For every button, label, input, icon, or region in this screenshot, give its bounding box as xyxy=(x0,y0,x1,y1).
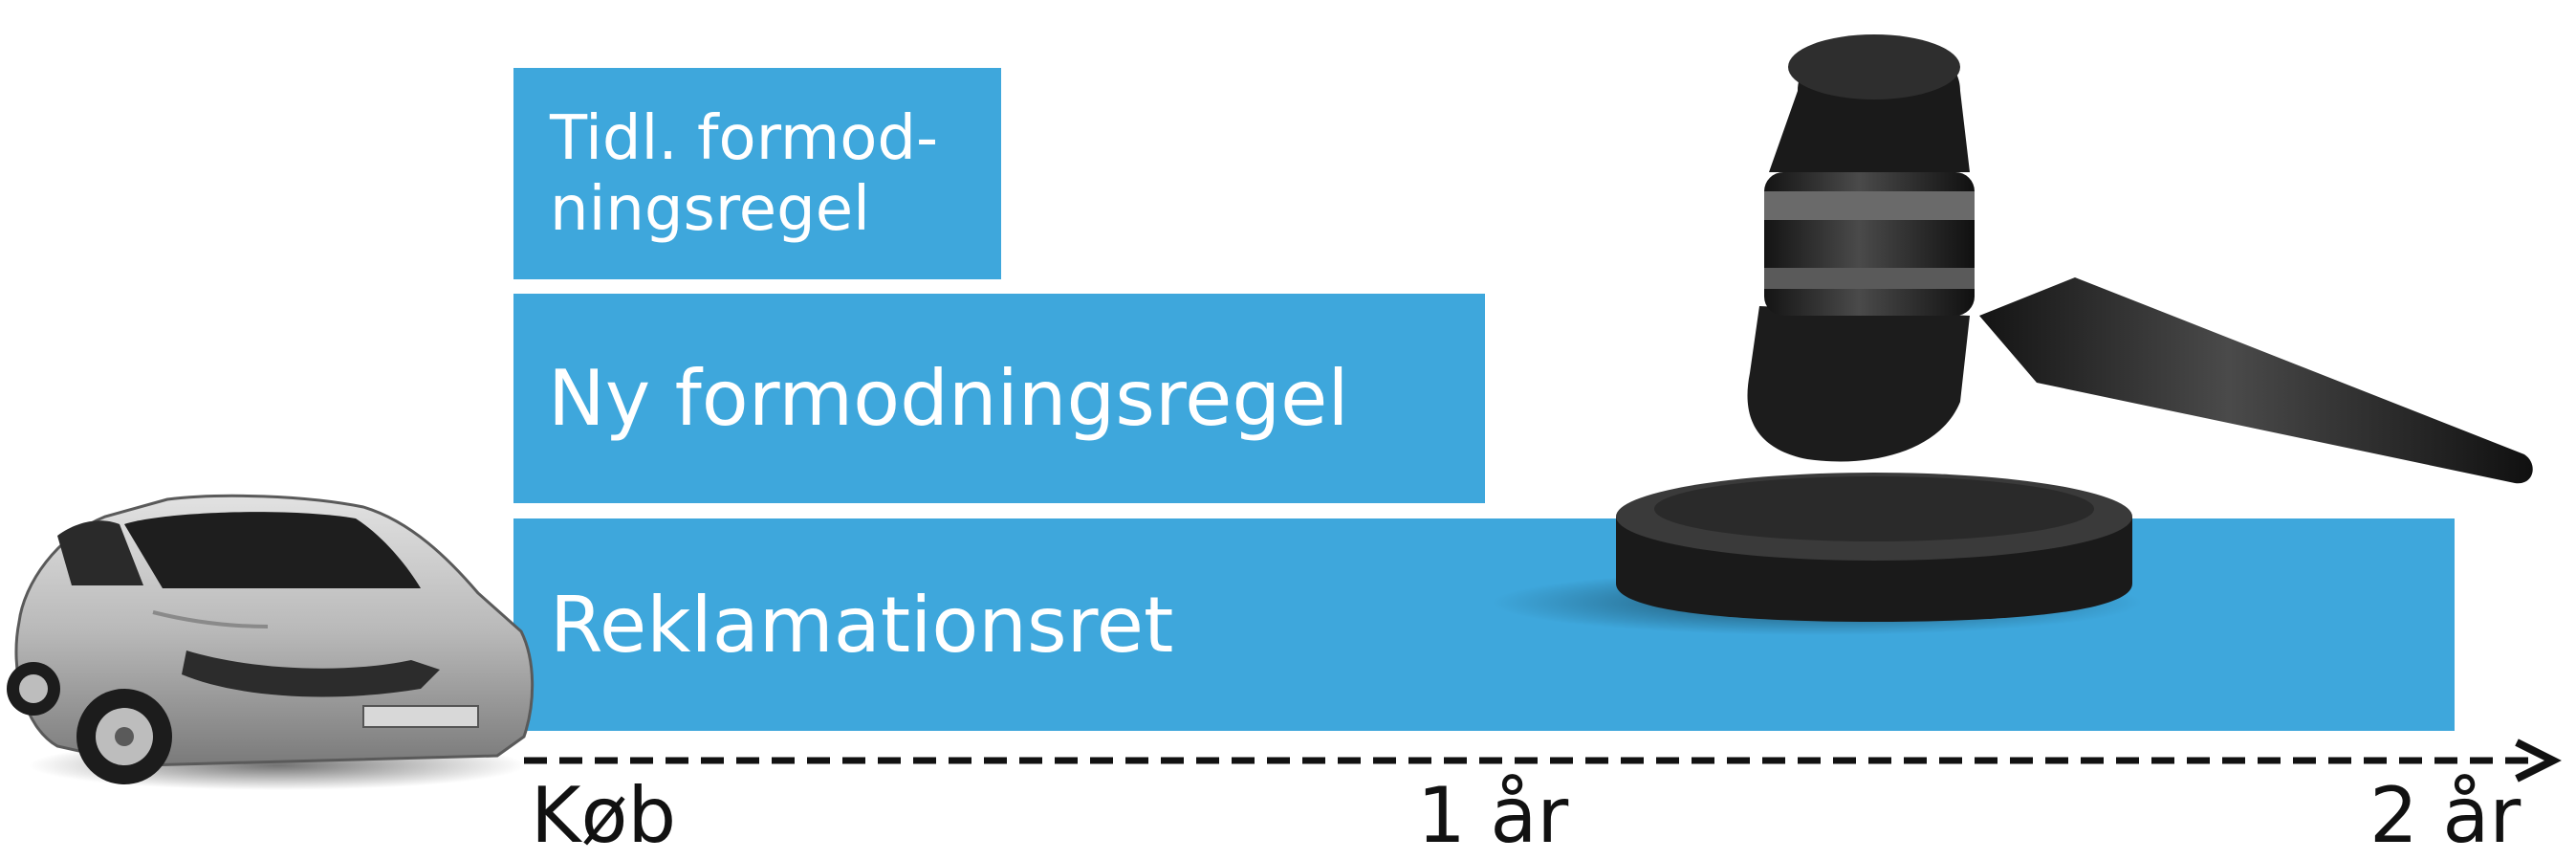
bar-label-reklamation: Reklamationsret xyxy=(550,580,1174,670)
bar-tidl-formodningsregel: Tidl. formod- ningsregel xyxy=(513,68,1001,279)
timeline-tick-purchase: Køb xyxy=(531,771,677,860)
timeline-arrow xyxy=(524,739,2562,783)
bar-label-tidl: Tidl. formod- ningsregel xyxy=(550,102,939,245)
gavel-icon xyxy=(1492,34,2533,635)
bar-ny-formodningsregel: Ny formodningsregel xyxy=(513,294,1485,503)
car-illustration xyxy=(7,494,535,790)
timeline-tick-2-years: 2 år xyxy=(2369,771,2521,860)
bar-label-ny: Ny formodningsregel xyxy=(548,354,1349,443)
timeline-tick-1-year: 1 år xyxy=(1417,771,1569,860)
